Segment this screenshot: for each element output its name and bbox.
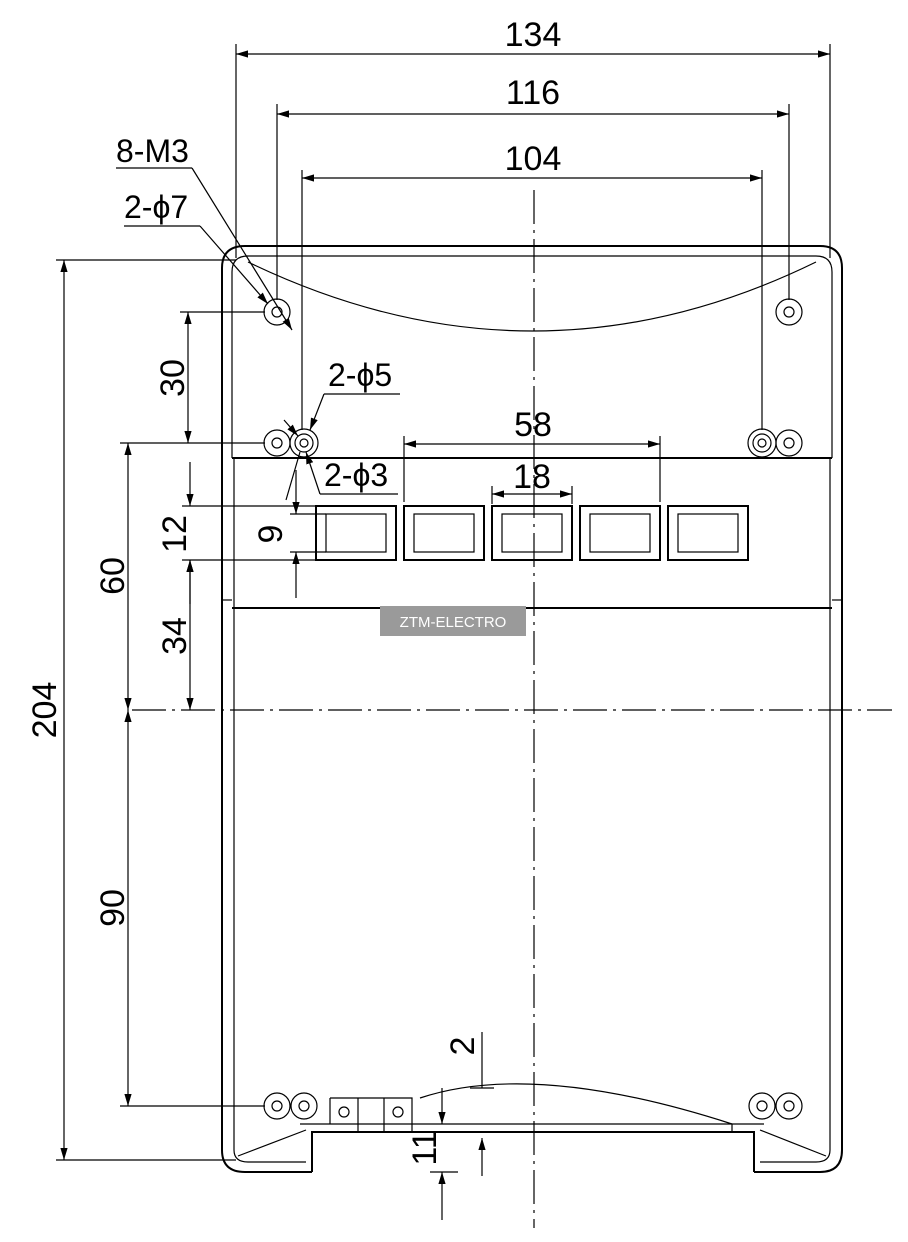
display-windows [315, 505, 749, 561]
dim-window-width: 18 [491, 458, 573, 504]
dim-upper-offset: 60 [94, 443, 132, 710]
dim-window-band: 12 [156, 462, 316, 604]
dim-58-label: 58 [514, 406, 552, 444]
callout-holes-5: 2-ϕ5 [283, 357, 400, 437]
callout-2-phi3-label: 2-ϕ3 [324, 457, 388, 493]
callout-holes-7: 2-ϕ7 [124, 189, 269, 305]
dim-top-hole-offset: 30 [120, 311, 265, 444]
dim-30-label: 30 [154, 359, 192, 397]
dim-hole-spacing-inner: 104 [301, 140, 763, 430]
dim-116-label: 116 [506, 74, 560, 112]
dim-9-label: 9 [252, 525, 290, 544]
dim-2-label: 2 [444, 1037, 482, 1056]
dim-60-label: 60 [94, 557, 132, 595]
dim-134-label: 134 [505, 16, 562, 54]
dim-18-label: 18 [513, 458, 551, 496]
callout-holes-3: 2-ϕ3 [285, 451, 398, 501]
dim-bottom-step: 2 [444, 1032, 494, 1176]
callout-2-phi5-label: 2-ϕ5 [328, 357, 392, 393]
dim-bottom-depth: 11 [406, 1088, 458, 1220]
dim-11-label: 11 [406, 1130, 444, 1165]
dim-104-label: 104 [505, 140, 562, 178]
dim-204-label: 204 [26, 682, 64, 739]
dim-12-label: 12 [156, 515, 194, 553]
callout-8-m3-label: 8-M3 [116, 133, 189, 169]
enclosure-outline [221, 245, 843, 1173]
callout-screws: 8-M3 [116, 133, 293, 331]
dim-90-label: 90 [94, 889, 132, 927]
callout-2-phi7-label: 2-ϕ7 [124, 189, 188, 225]
watermark-badge: ZTM-ELECTRO [380, 606, 526, 636]
dim-total-height: 204 [26, 259, 236, 1161]
center-lines [132, 190, 892, 1228]
dim-lower-offset: 34 [156, 560, 194, 710]
watermark-label: ZTM-ELECTRO [400, 614, 507, 631]
dim-overall-width: 134 [235, 16, 831, 258]
dim-hole-spacing-outer: 116 [276, 74, 790, 300]
dim-bottom-offset: 90 [94, 710, 265, 1107]
dim-34-label: 34 [156, 617, 194, 655]
dim-window-height: 9 [252, 470, 326, 598]
dim-window-span: 58 [403, 406, 661, 502]
